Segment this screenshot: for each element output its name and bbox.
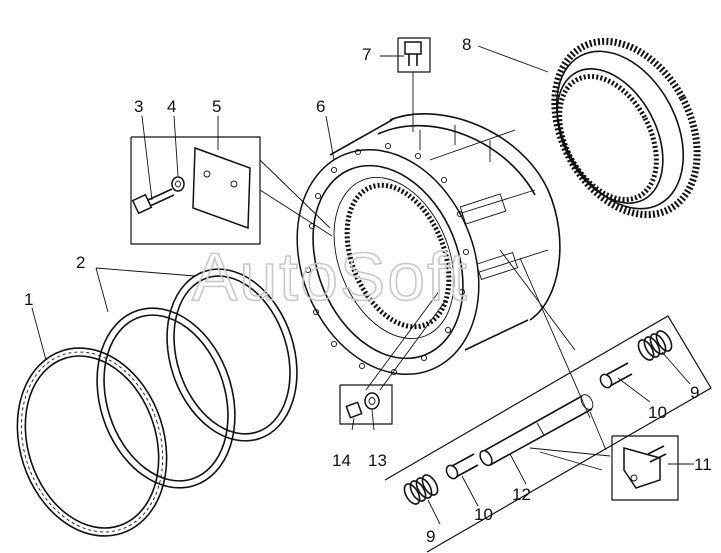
leader-lines xyxy=(31,45,694,525)
part-1-seal-ring xyxy=(16,347,168,537)
callout-10-right: 10 xyxy=(648,403,667,422)
part-9-spring-left xyxy=(403,474,439,505)
part-5-plate xyxy=(192,146,251,230)
kit-box-11 xyxy=(611,435,679,501)
shaft-assembly-box xyxy=(384,315,712,553)
callout-5: 5 xyxy=(212,97,221,116)
callout-8: 8 xyxy=(462,35,471,54)
callout-10-left: 10 xyxy=(474,505,493,524)
part-7-bolt xyxy=(397,37,431,132)
callout-12: 12 xyxy=(512,485,531,504)
part-12-shaft xyxy=(479,394,594,467)
callout-4: 4 xyxy=(167,97,176,116)
part-14-bolt xyxy=(345,401,363,419)
callout-11: 11 xyxy=(694,455,712,474)
part-3-bolt xyxy=(131,188,175,215)
callout-1: 1 xyxy=(24,290,33,309)
part-10-pin-right xyxy=(599,362,633,389)
part-2-rings xyxy=(96,268,298,489)
part-6-housing xyxy=(296,113,561,376)
callout-2: 2 xyxy=(76,253,85,272)
part-4-washer xyxy=(171,176,185,192)
kit-box-3-4-5 xyxy=(130,136,261,245)
callout-3: 3 xyxy=(134,97,143,116)
part-8-gear-ring xyxy=(551,37,701,219)
callout-6: 6 xyxy=(316,97,325,116)
callout-14: 14 xyxy=(332,451,351,470)
callout-13: 13 xyxy=(368,451,387,470)
callout-9-right: 9 xyxy=(690,383,699,402)
part-13-washer xyxy=(364,392,380,410)
watermark-text: AutoSoft xyxy=(192,239,469,315)
part-9-spring-right xyxy=(637,330,673,361)
callout-7: 7 xyxy=(362,45,371,64)
callout-9-left: 9 xyxy=(426,527,435,546)
part-11-bracket xyxy=(623,445,667,489)
part-10-pin-left xyxy=(445,453,479,480)
kit-box-13-14 xyxy=(339,384,393,425)
